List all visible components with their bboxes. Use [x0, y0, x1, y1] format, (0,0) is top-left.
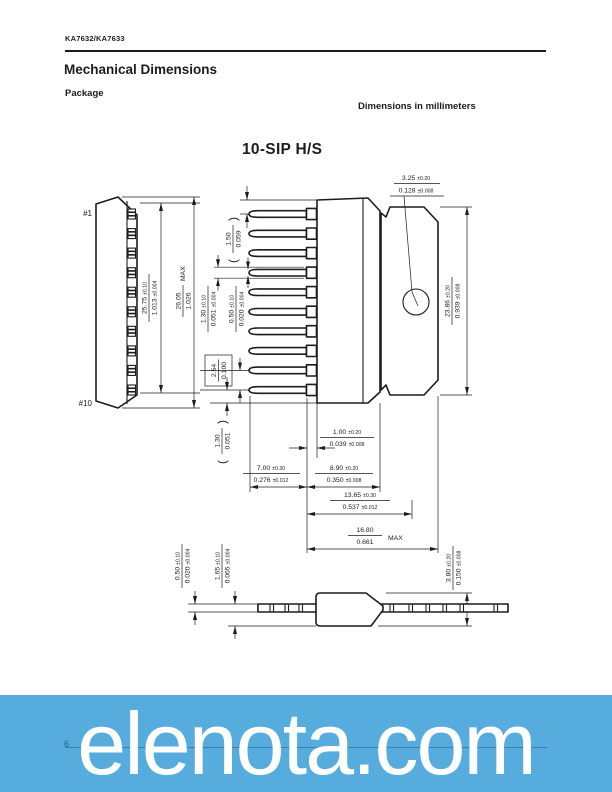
dim-body-length: 25.75±0.10 1.013±0.004 — [142, 274, 159, 322]
package-name: 10-SIP H/S — [242, 141, 323, 158]
svg-text:): ) — [215, 420, 229, 424]
svg-text:0.661: 0.661 — [356, 539, 373, 546]
side-view — [95, 196, 138, 409]
dim-lead-width-wide: 1.30±0.10 0.051±0.004 — [201, 286, 218, 332]
header-rule — [65, 50, 546, 52]
package-body — [316, 197, 381, 404]
svg-text:0.276±0.012: 0.276±0.012 — [254, 477, 289, 484]
pin1-label: #1 — [83, 209, 92, 218]
svg-text:26.05: 26.05 — [176, 292, 183, 309]
svg-text:2.54: 2.54 — [211, 364, 218, 377]
dim-lead-pitch: 2.54 0.100 — [204, 354, 233, 387]
svg-text:3.80±0.20: 3.80±0.20 — [446, 554, 453, 582]
svg-text:1.00±0.20: 1.00±0.20 — [333, 429, 361, 436]
dim-overall-length: 26.05 1.026 MAX — [176, 266, 193, 317]
svg-text:1.65±0.10: 1.65±0.10 — [215, 552, 222, 580]
svg-text:0.051±0.004: 0.051±0.004 — [211, 291, 218, 326]
svg-text:(: ( — [215, 460, 229, 464]
watermark-text: elenota.com — [77, 693, 536, 792]
units-note: Dimensions in millimeters — [358, 101, 476, 112]
svg-text:8.90±0.20: 8.90±0.20 — [330, 465, 358, 472]
svg-text:0.065±0.004: 0.065±0.004 — [225, 548, 232, 583]
dimension-lines — [122, 186, 472, 639]
page-title: Mechanical Dimensions — [64, 62, 218, 77]
svg-text:0.100: 0.100 — [221, 362, 228, 379]
dim-lead-length: 7.00±0.30 0.276±0.012 — [243, 465, 300, 484]
svg-text:0.039±0.008: 0.039±0.008 — [330, 441, 365, 448]
footer-rule — [65, 747, 547, 749]
bottom-view — [257, 592, 509, 627]
svg-text:0.350±0.008: 0.350±0.008 — [327, 477, 362, 484]
front-view — [248, 195, 439, 404]
dim-overall-depth: 16.80 0.661 MAX — [348, 527, 403, 546]
svg-text:1.013±0.004: 1.013±0.004 — [152, 280, 159, 315]
part-number: KA7632/KA7633 — [65, 34, 125, 43]
svg-text:13.65±0.30: 13.65±0.30 — [344, 492, 376, 499]
svg-text:0.50±0.10: 0.50±0.10 — [229, 295, 236, 323]
svg-text:25.75±0.10: 25.75±0.10 — [142, 282, 149, 314]
body-cross-section — [315, 592, 384, 627]
svg-text:23.86±0.20: 23.86±0.20 — [445, 285, 452, 317]
svg-text:3.25±0.20: 3.25±0.20 — [402, 175, 430, 182]
svg-text:0.020±0.004: 0.020±0.004 — [239, 291, 246, 326]
svg-text:16.80: 16.80 — [356, 527, 373, 534]
svg-text:): ) — [226, 217, 240, 221]
dim-lead-width: 0.50±0.10 0.020±0.004 — [229, 286, 246, 332]
svg-text:0.051: 0.051 — [225, 432, 232, 449]
dim-hole-diameter: 3.25±0.20 0.128±0.008 — [390, 175, 444, 197]
dim-lead-thickness: 0.50±0.10 0.020±0.004 — [175, 544, 192, 588]
svg-text:1.50: 1.50 — [226, 232, 233, 245]
dim-body-height: 23.86±0.20 0.939±0.008 — [445, 277, 462, 325]
dim-shoulder-depth: 1.00±0.20 0.039±0.008 — [320, 429, 374, 448]
dim-body-depth: 8.90±0.20 0.350±0.008 — [315, 465, 373, 484]
svg-text:1.026: 1.026 — [186, 292, 193, 309]
svg-text:0.020±0.004: 0.020±0.004 — [185, 548, 192, 583]
dim-stand-off: ( 1.30 0.051 ) — [215, 420, 232, 464]
svg-text:1.30: 1.30 — [215, 434, 222, 447]
svg-text:0.537±0.012: 0.537±0.012 — [343, 504, 378, 511]
dim-tab-thickness: 1.65±0.10 0.065±0.004 — [215, 544, 232, 588]
subsection-title: Package — [65, 88, 104, 99]
svg-text:(: ( — [226, 259, 240, 263]
svg-text:0.50±0.10: 0.50±0.10 — [175, 552, 182, 580]
watermark-banner: 6 elenota.com — [0, 693, 612, 792]
svg-text:1.30±0.10: 1.30±0.10 — [201, 295, 208, 323]
svg-text:0.939±0.008: 0.939±0.008 — [455, 283, 462, 318]
dim-tab-depth: 13.65±0.30 0.537±0.012 — [330, 492, 390, 511]
svg-text:0.150±0.008: 0.150±0.008 — [456, 550, 463, 585]
pin10-label: #10 — [79, 399, 93, 408]
svg-text:7.00±0.30: 7.00±0.30 — [257, 465, 285, 472]
svg-text:MAX: MAX — [180, 266, 187, 281]
svg-text:MAX: MAX — [388, 535, 403, 542]
svg-text:0.128±0.008: 0.128±0.008 — [399, 188, 434, 195]
dim-pin1-edge: ( 1.50 0.059 ) — [226, 217, 243, 263]
page-number: 6 — [64, 739, 70, 749]
dim-body-thickness: 3.80±0.20 0.150±0.008 — [446, 546, 463, 590]
svg-text:0.059: 0.059 — [236, 230, 243, 247]
